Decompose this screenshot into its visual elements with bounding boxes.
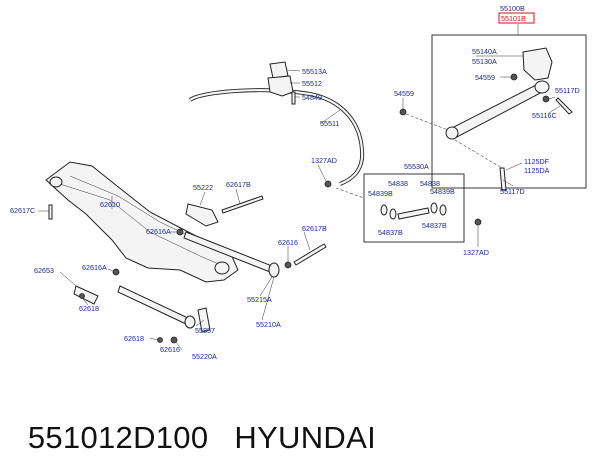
label-1327ad-bottom: 1327AD xyxy=(463,248,489,257)
label-54837b-right: 54837B xyxy=(422,221,447,230)
label-55530a: 55530A xyxy=(404,162,429,171)
label-55222: 55222 xyxy=(193,183,213,192)
label-54849: 54849 xyxy=(302,93,322,102)
nut-62618-bottom xyxy=(157,337,163,343)
bolt-62617c xyxy=(48,204,53,220)
link-bush-1 xyxy=(380,204,388,216)
stabilizer-bracket xyxy=(267,75,294,97)
label-55140a: 55140A xyxy=(472,47,497,56)
label-62616a-upper: 62616A xyxy=(146,227,171,236)
part-number: 551012D100 xyxy=(27,420,209,455)
label-1125df: 1125DF xyxy=(524,157,550,166)
link-bush-4 xyxy=(439,204,447,216)
label-55117d-bottom: 55117D xyxy=(500,187,525,196)
label-1125da: 1125DA xyxy=(524,166,550,175)
washer-62616a-lower xyxy=(112,268,120,276)
label-54559-left: 54559 xyxy=(394,89,414,98)
label-55215a: 55215A xyxy=(247,295,272,304)
label-1327ad-top: 1327AD xyxy=(311,156,337,165)
bolt-1125df xyxy=(499,167,507,191)
nut-54559-right xyxy=(542,95,550,103)
trailing-arm-bracket xyxy=(522,47,553,81)
rear-link-bush xyxy=(184,315,196,329)
label-62610: 62610 xyxy=(100,200,120,209)
bolt-54849 xyxy=(291,91,296,105)
rear-crossmember xyxy=(45,161,239,283)
link-bush-2 xyxy=(389,208,397,220)
label-62617b-right: 62617B xyxy=(302,224,327,233)
stabilizer-link xyxy=(397,207,430,220)
label-54559-right: 54559 xyxy=(475,73,495,82)
label-55220a: 55220A xyxy=(192,352,217,361)
label-62616a-lower: 62616A xyxy=(82,263,107,272)
label-55116c: 55116C xyxy=(532,111,557,120)
label-55130a: 55130A xyxy=(472,57,497,66)
trailing-arm-rear-bush xyxy=(534,80,550,94)
label-55857: 55857 xyxy=(195,326,215,335)
link-box-55530a xyxy=(363,173,465,243)
highlight-box-55101b xyxy=(498,12,535,24)
stabilizer-bushing xyxy=(269,61,289,79)
brand-name: HYUNDAI xyxy=(234,420,377,455)
label-62616-mid: 62616 xyxy=(278,238,298,247)
crossmember-mount-right xyxy=(214,261,230,275)
bolt-62617b-lower xyxy=(293,243,327,266)
label-54839b-right: 54839B xyxy=(430,187,455,196)
label-55100b: 55100B xyxy=(500,4,525,13)
lower-arm-bush xyxy=(268,262,280,278)
label-62618-left: 62618 xyxy=(79,304,99,313)
label-54839b-left: 54839B xyxy=(368,189,393,198)
label-55511: 55511 xyxy=(320,119,339,128)
rear-link-55220a xyxy=(117,285,189,325)
nut-54559-left xyxy=(399,108,407,116)
label-62653: 62653 xyxy=(34,266,54,275)
bolt-55116c xyxy=(555,97,573,115)
label-55117d-top: 55117D xyxy=(555,86,580,95)
label-62617c: 62617C xyxy=(10,206,35,215)
label-54838-left: 54838 xyxy=(388,179,408,188)
washer-62616a-upper xyxy=(176,228,184,236)
leader-lines xyxy=(38,55,561,351)
label-62617b-top: 62617B xyxy=(226,180,251,189)
crossmember-mount-left xyxy=(49,176,63,188)
label-62616-bottom: 62616 xyxy=(160,345,180,354)
nut-1327ad-right xyxy=(474,218,482,226)
suspension-parts-diagram: 55100B 55101B 55140A 55130A 54559 55117D… xyxy=(10,4,587,361)
label-54837b-left: 54837B xyxy=(378,228,403,237)
nut-62616-mid xyxy=(284,261,292,269)
bolt-62617b-upper xyxy=(221,195,264,214)
bracket-62653 xyxy=(73,285,99,305)
label-62618-bottom: 62618 xyxy=(124,334,144,343)
label-55513a: 55513A xyxy=(302,67,327,76)
footer-caption: 551012D100 HYUNDAI xyxy=(10,384,376,455)
nut-62618-left xyxy=(79,293,85,299)
assembly-box-55100b xyxy=(431,34,587,189)
label-55512: 55512 xyxy=(302,79,322,88)
label-55101b: 55101B xyxy=(501,14,526,23)
lateral-link-55222 xyxy=(185,203,219,227)
trailing-arm-front-bush xyxy=(445,126,459,140)
bracket-nut xyxy=(510,73,518,81)
label-55210a: 55210A xyxy=(256,320,281,329)
label-54838-right: 54838 xyxy=(420,179,440,188)
nut-1327ad-top xyxy=(324,180,332,188)
nut-62616-bottom xyxy=(170,336,178,344)
link-bush-3 xyxy=(430,202,438,214)
